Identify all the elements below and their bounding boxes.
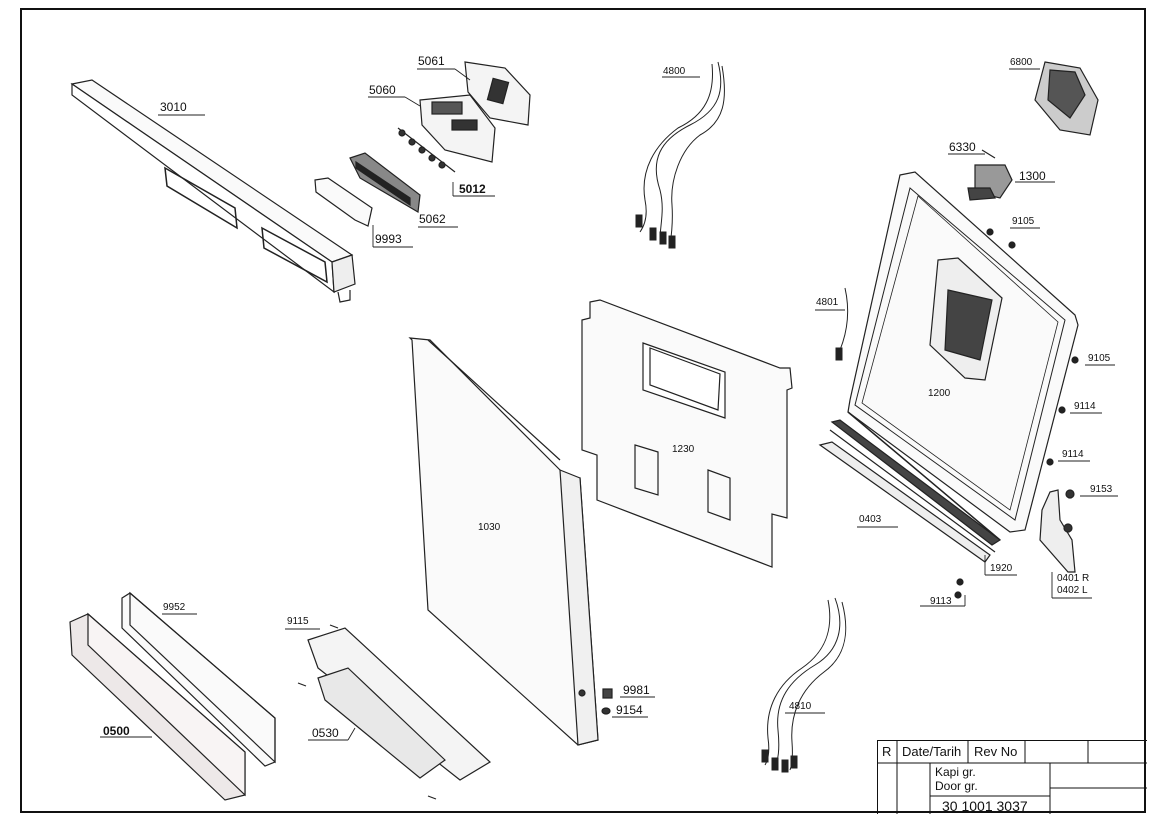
title-block-rev: Rev No	[974, 744, 1018, 759]
part-6800	[1034, 61, 1099, 136]
label-9154: 9154	[616, 703, 643, 717]
drawing-frame	[20, 8, 1146, 813]
part-9993	[314, 177, 373, 227]
label-9993: 9993	[375, 232, 402, 246]
part-4801-wire	[835, 287, 849, 361]
label-6800: 6800	[1010, 57, 1033, 68]
label-9981: 9981	[623, 683, 650, 697]
label-0530: 0530	[312, 726, 339, 740]
part-4810-wire	[761, 597, 847, 773]
part-4800-wire	[635, 61, 725, 249]
part-1200-inner-door	[847, 171, 1079, 541]
part-0403-1920-strip	[818, 419, 1002, 563]
label-5012: 5012	[459, 182, 486, 196]
leader-lines	[100, 68, 1118, 741]
part-0500-plate	[69, 612, 246, 801]
label-1030: 1030	[478, 522, 501, 533]
label-5061: 5061	[418, 54, 445, 68]
label-0403: 0403	[859, 514, 882, 525]
part-1030-outer-door	[408, 337, 599, 746]
title-block-r: R	[882, 744, 892, 759]
part-0401-0402-hinge	[1039, 489, 1076, 573]
label-1300: 1300	[1019, 169, 1046, 183]
label-9105-top: 9105	[1012, 216, 1035, 227]
label-4800: 4800	[663, 66, 686, 77]
label-3010: 3010	[160, 100, 187, 114]
title-block-date: Date/Tarih	[902, 744, 962, 759]
label-0401-r: 0401 R	[1057, 573, 1090, 584]
label-0500: 0500	[103, 724, 130, 738]
part-9952-plate	[121, 591, 276, 767]
part-6330-1300-latch	[967, 149, 1013, 201]
title-block-number: 30 1001 3037	[942, 798, 1028, 814]
label-4801: 4801	[816, 297, 839, 308]
part-9981-9154	[601, 688, 613, 715]
label-1200: 1200	[928, 388, 951, 399]
label-9115: 9115	[287, 616, 309, 627]
title-block: R Date/Tarih Rev No Kapi gr. Door gr. 30…	[877, 740, 1147, 814]
part-5062	[349, 152, 421, 213]
label-1920: 1920	[990, 563, 1013, 574]
label-9105-side: 9105	[1088, 353, 1111, 364]
label-1230: 1230	[672, 444, 695, 455]
label-5060: 5060	[369, 83, 396, 97]
label-6330: 6330	[949, 140, 976, 154]
label-9113: 9113	[930, 596, 952, 607]
title-block-line1: Kapi gr.	[935, 765, 976, 779]
part-0530-bracket	[297, 624, 491, 800]
part-1230-insulation	[581, 299, 793, 568]
part-5060	[419, 94, 496, 163]
screws	[954, 228, 1079, 599]
label-9153: 9153	[1090, 484, 1113, 495]
title-block-line2: Door gr.	[935, 779, 978, 793]
label-0402-l: 0402 L	[1057, 585, 1088, 596]
label-9114-lower: 9114	[1062, 449, 1084, 460]
label-5062: 5062	[419, 212, 446, 226]
part-5012	[397, 127, 456, 173]
part-3010-panel	[70, 79, 356, 303]
label-9114-upper: 9114	[1074, 401, 1096, 412]
label-9952: 9952	[163, 602, 186, 613]
part-5061	[464, 61, 531, 126]
label-4810: 4810	[789, 701, 812, 712]
